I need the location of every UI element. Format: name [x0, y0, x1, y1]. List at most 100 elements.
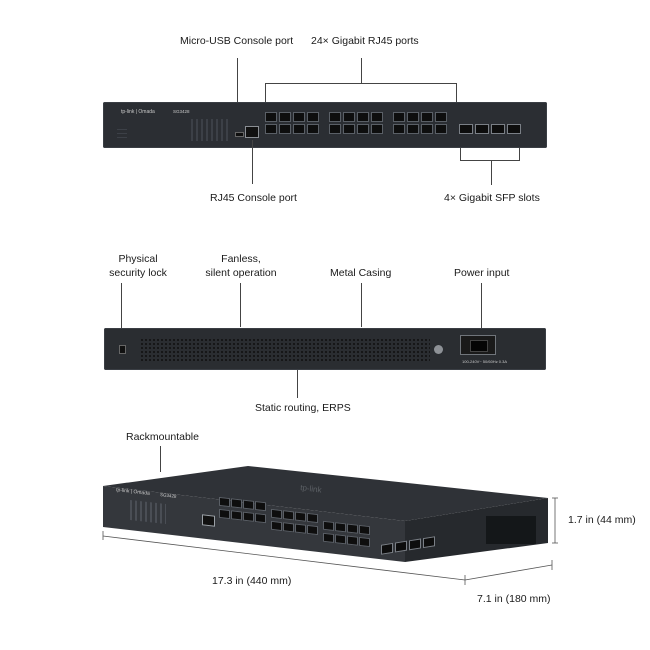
sfp-slot[interactable] [395, 540, 407, 553]
rj45-leader-bar [265, 83, 457, 84]
casing-leader [361, 283, 362, 327]
rj45-port[interactable] [307, 524, 318, 536]
fanless-label: Fanless, silent operation [196, 252, 286, 280]
lock-leader [121, 283, 122, 341]
rj45-port[interactable] [347, 523, 358, 534]
sfp-slot[interactable] [507, 124, 521, 134]
angled-model-text: SG3428 [159, 492, 177, 499]
rj45-port[interactable] [343, 112, 355, 122]
rj45-ports-label: 24× Gigabit RJ45 ports [311, 35, 419, 47]
rj45-port[interactable] [359, 524, 370, 536]
casing-label: Metal Casing [330, 267, 392, 279]
micro-usb-leader [237, 58, 238, 128]
rj45-port[interactable] [323, 532, 334, 543]
angled-rj45-port-group [219, 496, 379, 555]
rj45-port[interactable] [407, 112, 419, 122]
power-socket-icon [470, 340, 488, 352]
rj45-port[interactable] [307, 512, 318, 524]
rj45-console-port[interactable] [245, 126, 259, 138]
rj45-port[interactable] [279, 124, 291, 134]
rj45-port[interactable] [393, 124, 405, 134]
rj45-port[interactable] [255, 512, 266, 524]
sfp-leader-right [519, 148, 520, 160]
sfp-slot[interactable] [475, 124, 489, 134]
lock-label-line2: security lock [109, 267, 167, 279]
chassis-front [103, 486, 405, 562]
chassis-front-right [405, 498, 548, 562]
rj45-port[interactable] [347, 535, 358, 546]
dimension-lines [102, 497, 558, 585]
rj45-port[interactable] [293, 124, 305, 134]
rj45-port[interactable] [295, 511, 306, 522]
routing-label: Static routing, ERPS [255, 402, 351, 414]
fanless-label-line2: silent operation [205, 267, 277, 279]
rj45-port[interactable] [279, 112, 291, 122]
rear-panel: 100-240V~ 50/60Hz 0.3A [104, 328, 546, 370]
rj45-port[interactable] [329, 112, 341, 122]
rj45-port[interactable] [265, 112, 277, 122]
sfp-slot[interactable] [381, 542, 393, 555]
rj45-port[interactable] [219, 496, 230, 508]
rj45-port[interactable] [357, 112, 369, 122]
rj45-port[interactable] [295, 523, 306, 534]
width-label: 17.3 in (440 mm) [212, 575, 292, 587]
rj45-port[interactable] [407, 124, 419, 134]
top-logo: tp-link [300, 483, 323, 495]
rj45-port[interactable] [435, 112, 447, 122]
rj45-leader-stem [361, 58, 362, 83]
rj45-port[interactable] [307, 124, 319, 134]
rj45-port[interactable] [271, 520, 282, 532]
rj45-port[interactable] [335, 522, 346, 533]
rj45-port[interactable] [231, 510, 242, 521]
power-inlet [460, 335, 496, 355]
rj45-leader-right [456, 83, 457, 111]
rj45-port[interactable] [283, 510, 294, 521]
rj45-port[interactable] [421, 112, 433, 122]
rj45-port[interactable] [359, 536, 370, 548]
rj45-port[interactable] [307, 112, 319, 122]
sfp-slot[interactable] [459, 124, 473, 134]
rj45-port[interactable] [283, 522, 294, 533]
rj45-port[interactable] [393, 112, 405, 122]
sfp-slot[interactable] [423, 536, 435, 549]
sfp-slot[interactable] [491, 124, 505, 134]
rj45-port[interactable] [435, 124, 447, 134]
power-rating-text: 100-240V~ 50/60Hz 0.3A [462, 359, 508, 364]
rj45-port[interactable] [255, 500, 266, 512]
rj45-port[interactable] [343, 124, 355, 134]
sfp-leader-bar [460, 160, 520, 161]
rj45-port[interactable] [329, 124, 341, 134]
rj45-port[interactable] [371, 112, 383, 122]
rj45-port[interactable] [371, 124, 383, 134]
rackmount-label: Rackmountable [126, 431, 199, 443]
rj45-console-leader [252, 140, 253, 184]
sfp-slot[interactable] [409, 538, 421, 551]
fanless-leader [240, 283, 241, 327]
rj45-port[interactable] [243, 511, 254, 522]
micro-usb-port[interactable] [235, 132, 244, 137]
rj45-port[interactable] [335, 534, 346, 545]
rj45-port[interactable] [265, 124, 277, 134]
front-brand-text: tp-link | Omada [121, 109, 155, 115]
rj45-port[interactable] [293, 112, 305, 122]
angled-led-panel [130, 499, 166, 525]
kensington-lock-slot [119, 345, 126, 354]
led-panel [191, 119, 231, 141]
rj45-port[interactable] [271, 508, 282, 520]
rj45-port[interactable] [421, 124, 433, 134]
rj45-port[interactable] [243, 499, 254, 510]
ground-screw [434, 345, 443, 354]
height-label: 1.7 in (44 mm) [568, 514, 636, 526]
sfp-slots-label: 4× Gigabit SFP slots [444, 192, 540, 204]
front-model-text: SG3428 [173, 109, 190, 114]
rj45-port[interactable] [357, 124, 369, 134]
angled-rj45-console-port[interactable] [202, 514, 215, 527]
power-label: Power input [454, 267, 510, 279]
rj45-leader-left [265, 83, 266, 111]
sfp-slot-group [459, 124, 525, 138]
rj45-port[interactable] [219, 508, 230, 520]
rj45-port[interactable] [323, 520, 334, 531]
lock-label: Physical security lock [98, 252, 178, 280]
front-panel: tp-link | Omada SG3428 [103, 102, 547, 148]
rj45-port[interactable] [231, 498, 242, 509]
